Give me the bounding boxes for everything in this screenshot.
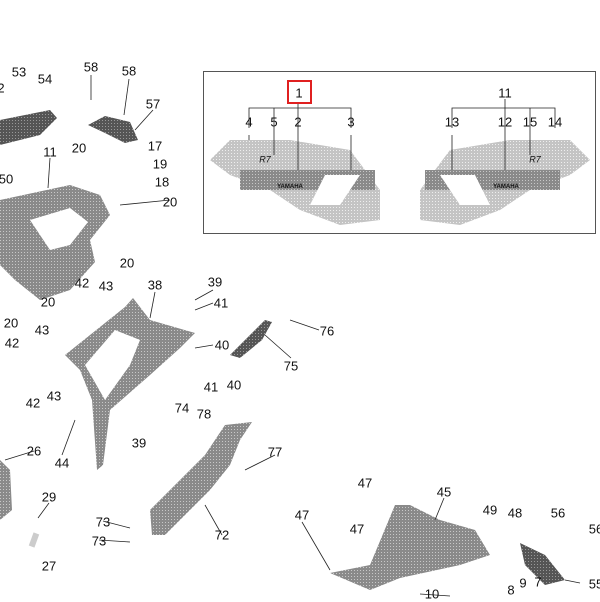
callout[interactable]: 2 [0,80,5,96]
part-45 [330,505,490,590]
cowl-opening [30,208,88,250]
callout[interactable]: 20 [40,294,56,310]
callout[interactable]: 41 [203,379,219,395]
part-bracket [0,110,57,145]
callout-15[interactable]: 15 [522,114,538,130]
part-55 [520,543,565,585]
yamaha-decal-text: YAMAHA [277,184,303,190]
part-bracket-75 [230,320,272,358]
callout[interactable]: 8 [507,582,515,598]
callout-12[interactable]: 12 [497,114,513,130]
callout[interactable]: 58 [121,63,137,79]
callout[interactable]: 54 [37,71,53,87]
callout[interactable]: 9 [519,575,527,591]
callout[interactable]: 42 [74,275,90,291]
callout[interactable]: 39 [207,274,223,290]
callout[interactable]: 20 [162,194,178,210]
callout[interactable]: 11 [43,144,57,160]
callout[interactable]: 48 [507,505,523,521]
highlight-box [287,80,312,104]
callout[interactable]: 20 [3,315,19,331]
callout-3[interactable]: 3 [347,114,355,130]
callout[interactable]: 10 [424,586,440,602]
callout[interactable]: 56 [550,505,566,521]
callout[interactable]: 41 [213,295,229,311]
callout[interactable]: 18 [154,174,170,190]
callout[interactable]: 53 [11,64,27,80]
callout[interactable]: 73 [95,514,111,530]
callout[interactable]: 43 [46,388,62,404]
callout[interactable]: 47 [294,507,310,523]
callout[interactable]: 39 [131,435,147,451]
callout[interactable]: 40 [214,337,230,353]
r7-decal-text: R7 [259,154,271,165]
callout[interactable]: 55 [588,576,600,592]
part-26 [0,460,12,520]
callout[interactable]: 49 [482,502,498,518]
callout-2[interactable]: 2 [294,114,302,130]
part-27 [28,532,40,548]
callout[interactable]: 20 [71,140,87,156]
callout[interactable]: 43 [34,322,50,338]
callout[interactable]: 17 [147,138,163,154]
callout[interactable]: 77 [267,444,283,460]
callout[interactable]: 75 [283,358,299,374]
callout[interactable]: 50 [0,171,14,187]
callout[interactable]: 73 [91,533,107,549]
callout[interactable]: 72 [214,527,230,543]
callout[interactable]: 45 [436,484,452,500]
panel-opening [85,330,140,400]
callout[interactable]: 40 [226,377,242,393]
callout[interactable]: 44 [54,455,70,471]
callout[interactable]: 43 [98,278,114,294]
callout[interactable]: 47 [349,521,365,537]
callout[interactable]: 42 [25,395,41,411]
callout-4[interactable]: 4 [245,114,253,130]
callout-11[interactable]: 11 [498,85,512,101]
callout[interactable]: 26 [26,443,42,459]
callout-1[interactable]: 1 [295,85,303,101]
callout[interactable]: 38 [147,277,163,293]
callout[interactable]: 42 [4,335,20,351]
callout[interactable]: 57 [145,96,161,112]
callout[interactable]: 27 [41,558,57,574]
part-side-panel [65,298,195,470]
callout-5[interactable]: 5 [270,114,278,130]
leader-lines [4,75,581,597]
inset-leader-lines [248,99,556,170]
callout[interactable]: 20 [119,255,135,271]
callout[interactable]: 58 [83,59,99,75]
part-57 [88,116,138,143]
yamaha-decal-text: YAMAHA [493,184,519,190]
callout-14[interactable]: 14 [547,114,563,130]
callout[interactable]: 78 [196,406,212,422]
callout[interactable]: 56 [588,521,600,537]
callout[interactable]: 76 [319,323,335,339]
r7-decal-text: R7 [529,154,541,165]
callout[interactable]: 7 [534,574,542,590]
callout[interactable]: 74 [174,400,190,416]
part-lower-panel [150,422,252,535]
callout[interactable]: 29 [41,489,57,505]
callout[interactable]: 19 [152,156,168,172]
callout-13[interactable]: 13 [444,114,460,130]
decal-inset-box [203,71,596,234]
callout[interactable]: 47 [357,475,373,491]
